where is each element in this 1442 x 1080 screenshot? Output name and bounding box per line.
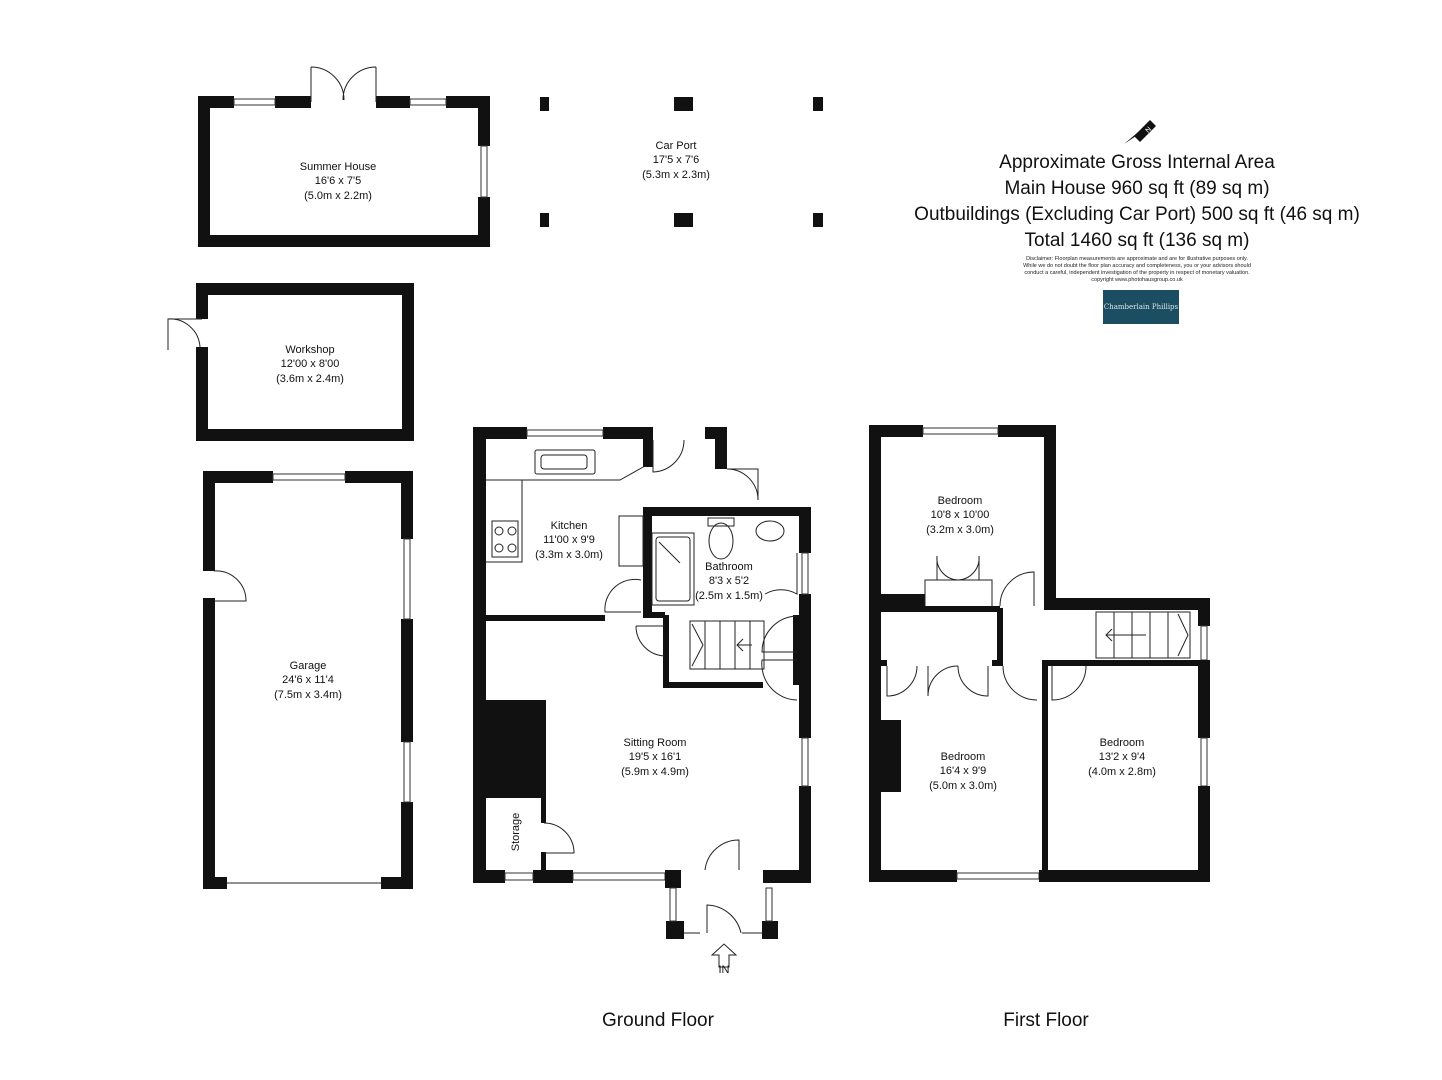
area-title: Approximate Gross Internal Area — [999, 152, 1275, 173]
car-port-name: Car Port — [656, 140, 697, 152]
first-floor-label: First Floor — [1003, 1010, 1089, 1031]
car-port: Car Port 17'5 x 7'6 (5.3m x 2.3m) — [540, 97, 823, 227]
entrance-label: IN — [719, 964, 730, 976]
bedroom-2-size-metric: (5.0m x 3.0m) — [929, 780, 997, 792]
bedroom-3-size: 13'2 x 9'4 — [1099, 751, 1145, 763]
workshop-size-metric: (3.6m x 2.4m) — [276, 373, 344, 385]
bedroom-1-size: 10'8 x 10'00 — [931, 509, 990, 521]
compass-label: N — [1145, 126, 1154, 135]
bathroom-name: Bathroom — [705, 561, 753, 573]
car-port-size: 17'5 x 7'6 — [653, 154, 699, 166]
workshop: Workshop 12'00 x 8'00 (3.6m x 2.4m) — [167, 283, 414, 441]
sitting-room-name: Sitting Room — [624, 737, 687, 749]
bathroom-size: 8'3 x 5'2 — [709, 575, 749, 587]
garage-size: 24'6 x 11'4 — [282, 674, 334, 686]
ground-floor: Storage — [473, 427, 811, 1031]
bedroom-1-name: Bedroom — [938, 495, 983, 507]
outbuildings-area: Outbuildings (Excluding Car Port) 500 sq… — [914, 204, 1360, 225]
disclaimer-line: While we do not doubt the floor plan acc… — [1023, 263, 1251, 269]
garage-name: Garage — [290, 660, 327, 672]
bedroom-1-size-metric: (3.2m x 3.0m) — [926, 524, 994, 536]
bedroom-2-size: 16'4 x 9'9 — [940, 765, 986, 777]
garage-size-metric: (7.5m x 3.4m) — [274, 689, 342, 701]
disclaimer-line: copyright www.photohausgroup.co.uk — [1091, 277, 1183, 283]
workshop-name: Workshop — [285, 344, 334, 356]
disclaimer-line: Disclaimer: Floorplan measurements are a… — [1026, 256, 1248, 262]
disclaimer-line: conduct a careful, independent investiga… — [1024, 270, 1250, 276]
summer-house-name: Summer House — [300, 161, 376, 173]
compass-icon: N — [1124, 120, 1156, 144]
bedroom-2-name: Bedroom — [941, 751, 986, 763]
summer-house: Summer House 16'6 x 7'5 (5.0m x 2.2m) — [198, 66, 490, 247]
total-area: Total 1460 sq ft (136 sq m) — [1024, 230, 1250, 251]
garage: Garage 24'6 x 11'4 (7.5m x 3.4m) — [203, 471, 413, 889]
area-summary: Approximate Gross Internal Area Main Hou… — [880, 150, 1394, 284]
disclaimer: Disclaimer: Floorplan measurements are a… — [880, 256, 1394, 284]
workshop-size: 12'00 x 8'00 — [281, 358, 340, 370]
sitting-room-size-metric: (5.9m x 4.9m) — [621, 766, 689, 778]
main-house-area: Main House 960 sq ft (89 sq m) — [1004, 178, 1270, 199]
summer-house-size-metric: (5.0m x 2.2m) — [304, 190, 372, 202]
ground-floor-label: Ground Floor — [602, 1010, 715, 1031]
agent-logo: Chamberlain Phillips — [1103, 290, 1179, 324]
kitchen-size: 11'00 x 9'9 — [543, 534, 595, 546]
storage-label: Storage — [510, 813, 522, 852]
summer-house-size: 16'6 x 7'5 — [315, 175, 361, 187]
bedroom-3-size-metric: (4.0m x 2.8m) — [1088, 766, 1156, 778]
bedroom-3-name: Bedroom — [1100, 737, 1145, 749]
car-port-size-metric: (5.3m x 2.3m) — [642, 169, 710, 181]
bathroom-size-metric: (2.5m x 1.5m) — [695, 590, 763, 602]
kitchen-name: Kitchen — [551, 520, 588, 532]
sitting-room-size: 19'5 x 16'1 — [629, 751, 682, 763]
kitchen-size-metric: (3.3m x 3.0m) — [535, 549, 603, 561]
first-floor: Bedroom 10'8 x 10'00 (3.2m x 3.0m) Bedro… — [869, 425, 1210, 1031]
